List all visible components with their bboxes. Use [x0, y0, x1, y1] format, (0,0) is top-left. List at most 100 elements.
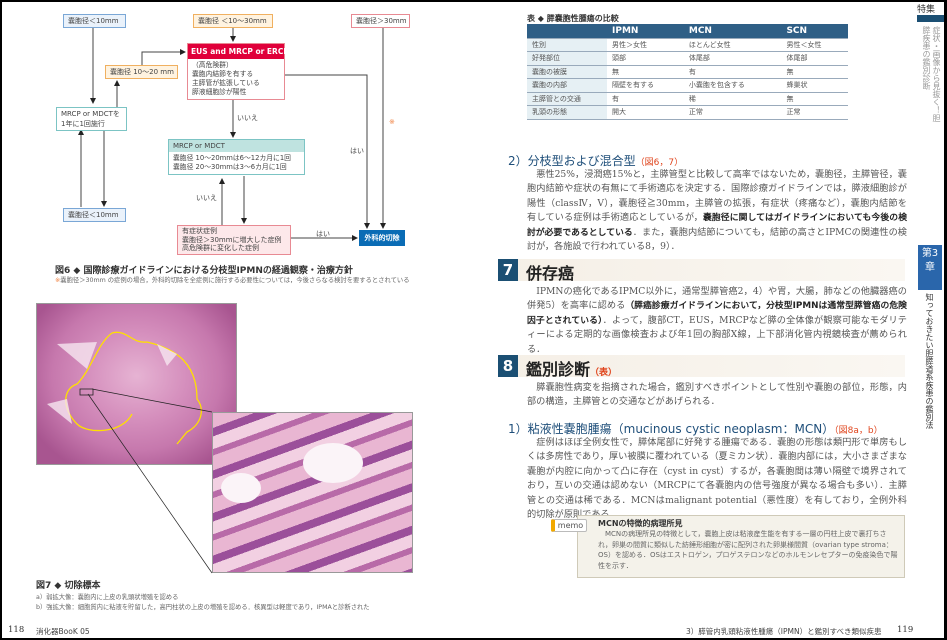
fig6-caption: 図6 ◆ 国際診療ガイドラインにおける分枝型IPMNの経過観察・治療方針	[55, 266, 353, 276]
table-row: 乳頭の形態開大正常正常	[527, 105, 848, 120]
table-title: 表 ◆ 膵嚢胞性腫瘍の比較	[527, 14, 619, 23]
table-ref-link[interactable]: （表）	[590, 368, 618, 378]
table-header: SCN	[781, 24, 848, 39]
table-row: 性別男性＞女性ほとんど女性男性＜女性	[527, 38, 848, 52]
table-cell: 体尾部	[781, 51, 848, 66]
footer-left: 消化器BooK 05	[36, 627, 90, 636]
no-label: いいえ	[196, 194, 217, 202]
memo-box: MCNの特徴的病理所見 MCNの病理所見の特徴として，嚢胞上皮は粘液産生能を有す…	[577, 515, 905, 578]
mrcp-header: MRCP or MDCT	[169, 140, 304, 152]
mrcp-yearly-line: 1年に1回施行	[61, 120, 105, 128]
table-cell: 稀	[683, 92, 782, 106]
cyst-gt30-box: 嚢胞径＞30mm	[351, 14, 410, 28]
symptomatic-line: 高危険群に変化した症例	[182, 244, 259, 252]
table-cell: 頭部	[607, 51, 684, 66]
yes-label: はい	[316, 230, 330, 238]
mrcp-line: 嚢胞径 10～20mmは6～12カ月に1回	[173, 154, 291, 162]
table-cell: 開大	[607, 105, 684, 120]
section-title: 鑑別診断	[526, 360, 591, 379]
fig7-caption: 図7 ◆ 切除標本	[36, 581, 101, 591]
memo-text: MCNの病理所見の特徴として，嚢胞上皮は粘液産生能を有する一層の円柱上皮で裏打ち…	[598, 530, 898, 570]
memo-tag: memo	[551, 519, 587, 532]
table-cell: 男性＞女性	[607, 38, 684, 52]
figure-ref-link[interactable]: （図8a，b）	[834, 426, 883, 436]
table-header	[527, 24, 607, 39]
section-8-heading: 8 鑑別診断（表）	[498, 355, 905, 379]
eus-line: 嚢胞内結節を有する	[192, 70, 254, 78]
flowchart-arrows	[78, 27, 386, 241]
fig6-note-mark: ※	[55, 277, 61, 284]
section-7-heading: 7 併存癌	[498, 259, 905, 283]
special-title: 症状・画像から見抜く！胆膵疾患の鑑別診断	[922, 26, 941, 122]
paragraph-concomitant-cancer: IPMNの癌化であるIPMC以外に，通常型膵管癌2，4）や胃，大腸，肺などの他臓…	[527, 286, 907, 355]
table-header-row: IPMN MCN SCN	[527, 24, 848, 39]
gland-lumen	[221, 473, 261, 503]
table-cell: 有	[683, 65, 782, 79]
mrcp-yearly-line: MRCP or MDCTを	[61, 110, 120, 118]
table-row: 嚢胞の内部隔壁を有する小嚢胞を包含する蜂巣状	[527, 78, 848, 93]
table-cell: 小嚢胞を包含する	[683, 78, 782, 93]
table-cell: 正常	[683, 105, 782, 120]
yes-label: はい	[350, 147, 364, 155]
gland-lumen	[303, 443, 363, 483]
page-number-right: 119	[897, 625, 914, 635]
mrcp-yearly-box: MRCP or MDCTを 1年に1回施行	[56, 107, 127, 131]
no-label: いいえ	[237, 114, 258, 122]
eus-line: 膵液細胞診が陽性	[192, 88, 247, 96]
table-cell: 男性＜女性	[781, 38, 848, 52]
subheading-title: 1）粘液性嚢胞腫瘍（mucinous cystic neoplasm：MCN）	[508, 422, 835, 436]
zoom-connector-lines	[87, 388, 213, 574]
row-label: 乳頭の形態	[527, 105, 607, 120]
paragraph-differential: 膵嚢胞性病変を指摘された場合，鑑別すべきポイントとして性別や嚢胞の部位，形態，内…	[527, 382, 907, 408]
section-number: 8	[498, 355, 518, 377]
table-row: 主膵管との交通有稀無	[527, 92, 848, 106]
table-cell: 隔壁を有する	[607, 78, 684, 93]
symptomatic-line: 有症状症例	[182, 227, 217, 235]
table-cell: ほとんど女性	[683, 38, 782, 52]
row-label: 嚢胞の内部	[527, 78, 607, 93]
section-number: 7	[498, 259, 518, 281]
row-label: 嚢胞の被膜	[527, 65, 607, 79]
special-feature-label: 特集	[917, 5, 936, 15]
table-row: 嚢胞の被膜無有無	[527, 65, 848, 79]
table-cell: 蜂巣状	[781, 78, 848, 93]
section-title: 併存癌	[526, 264, 575, 283]
memo-title: MCNの特徴的病理所見	[598, 519, 683, 528]
table-cell: 無	[781, 65, 848, 79]
subheading-mcn: 1）粘液性嚢胞腫瘍（mucinous cystic neoplasm：MCN）（…	[508, 420, 883, 437]
figure-ref-link[interactable]: （図6，7）	[635, 158, 684, 168]
comparison-table: IPMN MCN SCN 性別男性＞女性ほとんど女性男性＜女性 好発部位頭部体尾…	[527, 24, 848, 120]
symptomatic-line: 嚢胞径＞30mmに増大した症例	[182, 235, 282, 244]
footer-right: 3）膵管内乳頭粘液性腫瘍（IPMN）と鑑別すべき類似疾患	[686, 627, 882, 636]
fig7-b-text: b）強拡大像：細胞質内に粘液を貯留した，高円柱状の上皮の増殖を認める．核異型は軽…	[36, 604, 370, 611]
subheading-title: 2）分枝型および混合型	[508, 154, 636, 168]
fig6-note: 嚢胞径＞30mm の症例の場合，外科的切除を全症例に施行する必要性については，今…	[60, 277, 410, 284]
eus-line: （高危険群）	[192, 61, 233, 69]
mrcp-line: 嚢胞径 20～30mmは3～6カ月に1回	[173, 163, 287, 171]
paragraph-mcn: 症例はほぼ全例女性で，膵体尾部に好発する腫瘍である．嚢胞の形態は類円形で単房もし…	[527, 437, 907, 521]
cyst-10-20-box: 嚢胞径 10～20 mm	[105, 65, 178, 79]
symptomatic-box: 有症状症例 嚢胞径＞30mmに増大した症例 高危険群に変化した症例	[177, 225, 291, 255]
eus-box: EUS and MRCP or ERCP （高危険群） 嚢胞内結節を有する 主膵…	[187, 43, 289, 100]
eus-line: 主膵管が拡張している	[192, 79, 260, 87]
row-label: 主膵管との交通	[527, 92, 607, 106]
page-number-left: 118	[8, 625, 25, 635]
fig7a-low-magnification-image	[36, 303, 237, 465]
table-cell: 正常	[781, 105, 848, 120]
surgery-box: 外科的切除	[359, 230, 405, 246]
special-bar	[917, 15, 944, 22]
asterisk-mark: ※	[389, 118, 395, 126]
table-cell: 無	[607, 65, 684, 79]
paragraph-branch-type: 悪性25%，浸潤癌15%と，主膵管型と比較して高率ではないため，嚢胞径，主膵管径…	[527, 169, 907, 253]
table-header: MCN	[683, 24, 782, 39]
row-label: 性別	[527, 38, 607, 52]
eus-header: EUS and MRCP or ERCP	[188, 44, 289, 59]
fig7b-high-magnification-image	[212, 412, 413, 573]
cyst-lt10-bottom-box: 嚢胞径＜10mm	[63, 208, 126, 222]
fig7-a-text: a）弱拡大像：嚢胞内に上皮の乳頭状増殖を認める	[36, 594, 179, 601]
table-row: 好発部位頭部体尾部体尾部	[527, 51, 848, 66]
table-header: IPMN	[607, 24, 684, 39]
table-cell: 有	[607, 92, 684, 106]
mrcp-followup-box: MRCP or MDCT 嚢胞径 10～20mmは6～12カ月に1回 嚢胞径 2…	[168, 139, 305, 175]
chapter-tab[interactable]: 第3章	[918, 245, 942, 290]
